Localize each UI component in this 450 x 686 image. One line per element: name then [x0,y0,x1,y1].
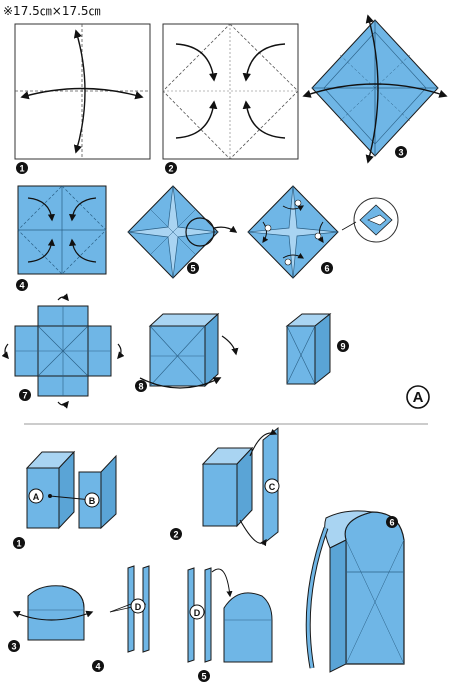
step-a5-diamond [127,185,238,279]
step-b4-straps: D [109,565,150,653]
svg-text:4: 4 [19,281,24,291]
step-b3-box [12,585,94,641]
svg-text:D: D [135,602,142,612]
step-a7-cross [1,293,125,409]
svg-text:5: 5 [201,672,206,682]
svg-text:2: 2 [168,164,173,174]
svg-text:A: A [413,389,424,406]
svg-text:5: 5 [190,264,195,274]
step-b1-boxes: A B [25,450,117,530]
paper-size-label: ※17.5㎝×17.5㎝ [3,4,101,18]
svg-text:3: 3 [11,642,16,652]
step-numbers-b: 1 2 3 4 5 6 [8,516,398,682]
svg-text:8: 8 [138,382,143,392]
svg-text:6: 6 [389,518,394,528]
svg-text:1: 1 [19,164,24,174]
step-a8-box [139,312,239,389]
step-a1-square [14,23,151,160]
svg-text:C: C [269,482,276,492]
svg-text:D: D [194,608,201,618]
section-a-label: A [406,385,430,409]
arrow-top-right [242,43,286,82]
svg-text:1: 1 [16,539,21,549]
svg-text:6: 6 [324,264,329,274]
svg-text:3: 3 [398,148,403,158]
step-a6-diamond [247,185,339,279]
svg-text:4: 4 [95,662,100,672]
svg-text:2: 2 [173,530,178,540]
step-a3-diamond [302,14,448,164]
svg-text:B: B [89,496,96,506]
step-numbers-a: 1 2 3 4 5 6 7 8 9 [16,146,407,401]
svg-text:A: A [33,492,40,502]
arrow-bottom-left [175,100,218,139]
step-a2-square [162,23,299,160]
svg-text:9: 9 [340,342,345,352]
step-b5-bag: D [187,567,273,663]
fold-arrow-horizontal [20,87,144,100]
svg-text:7: 7 [22,391,27,401]
step-b2-boxes: C [201,426,280,547]
arrow-top-left [175,43,218,82]
step-a4-square [17,185,107,275]
arrow-bottom-right [242,100,286,139]
step-a6-detail [341,197,399,243]
fold-arrow-vertical [73,29,86,154]
step-b6-backpack [305,510,405,673]
step-a9-box [285,312,332,386]
